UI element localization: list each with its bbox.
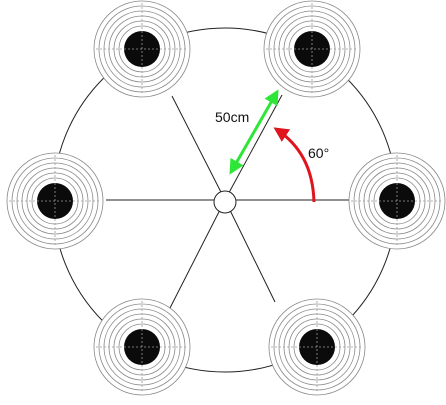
shooting-target [93,0,191,98]
shooting-target [6,152,104,250]
shooting-target [348,152,446,250]
shooting-target [93,298,191,396]
spoke-line [169,199,226,309]
spoke-line [171,95,226,201]
shooting-target [263,0,361,98]
distance-arrow [229,89,279,175]
targets [6,0,446,396]
angle-arrow [273,127,316,203]
spoke-line [224,199,276,303]
shooting-target [268,298,366,396]
angle-label: 60° [308,145,329,161]
distance-label: 50cm [215,109,249,125]
center-hub [213,190,237,214]
